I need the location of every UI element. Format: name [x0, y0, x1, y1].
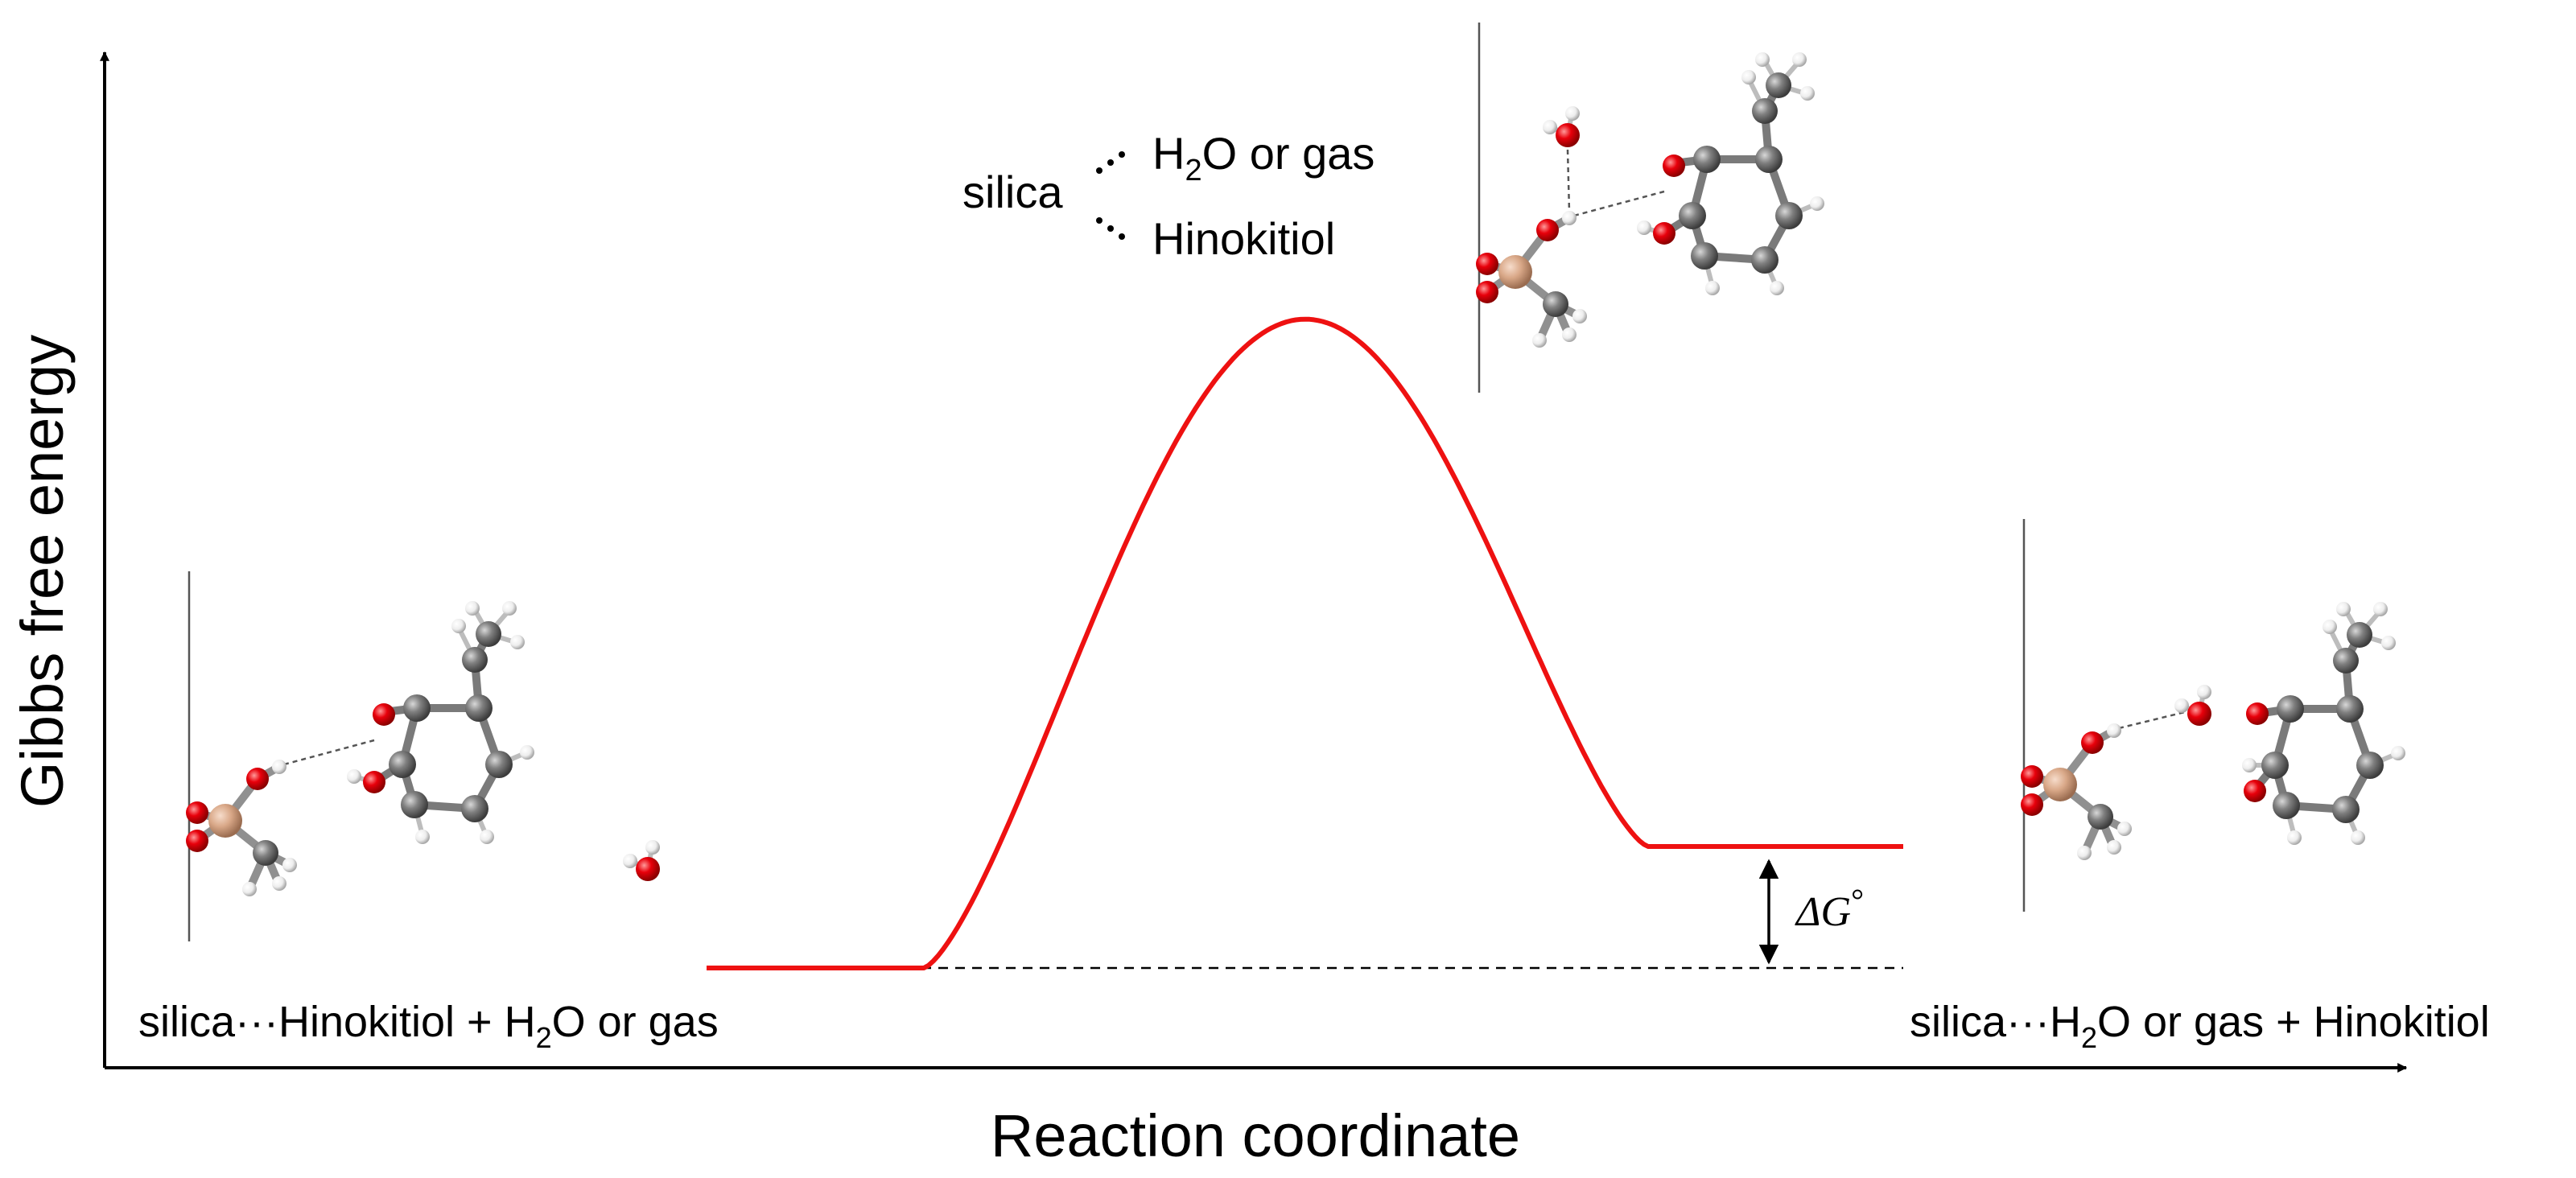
initial-state-structure [186, 571, 660, 941]
legend-dots-upper [1096, 151, 1125, 174]
legend-option-hinokitiol: Hinokitiol [1152, 213, 1335, 264]
delta-g-label: ΔG° [1795, 882, 1864, 935]
legend: silica H2O or gas Hinokitiol [962, 128, 1375, 264]
transition-state-structure [1476, 23, 1824, 393]
y-axis-label: Gibbs free energy [9, 335, 76, 808]
final-state-structure [2021, 519, 2405, 912]
water-molecule [2174, 685, 2211, 726]
water-molecule [1543, 106, 1580, 147]
right-state-label: silica···H2O or gas + Hinokitiol [1910, 998, 2490, 1054]
left-state-label: silica···Hinokitiol + H2O or gas [138, 998, 719, 1054]
energy-profile-curve [707, 316, 1903, 970]
legend-option-water: H2O or gas [1152, 128, 1375, 187]
legend-dots-lower [1096, 217, 1125, 240]
water-molecule [623, 840, 660, 881]
legend-silica: silica [962, 167, 1063, 217]
x-axis-label: Reaction coordinate [991, 1102, 1520, 1169]
free-hinokitiol-molecule [2242, 602, 2405, 845]
